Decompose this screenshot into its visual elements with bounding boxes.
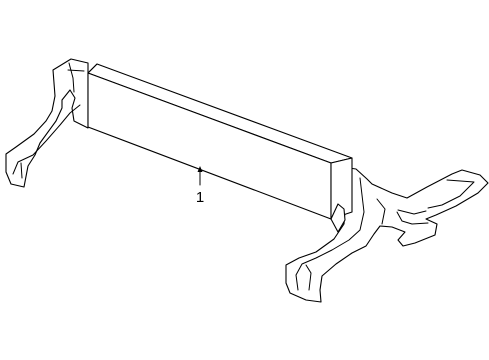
left-bracket	[5, 58, 89, 188]
callout-1: 1	[196, 166, 204, 206]
main-block	[87, 63, 353, 220]
callout-label: 1	[196, 189, 204, 206]
block-end-face	[330, 157, 353, 220]
leader-arrowhead	[197, 166, 203, 172]
right-bracket	[285, 165, 489, 303]
right-bracket-front	[330, 203, 346, 233]
